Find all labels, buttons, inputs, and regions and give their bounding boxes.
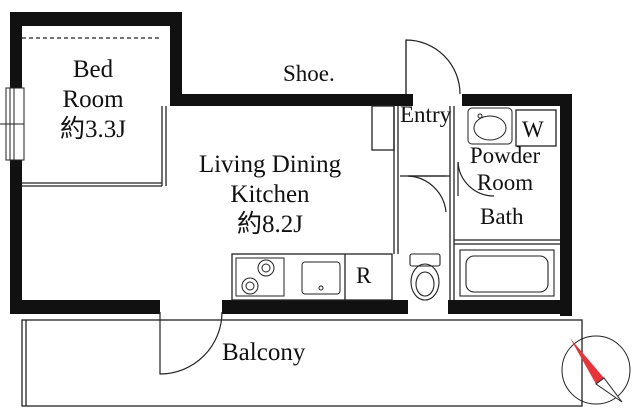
washer-label: W: [522, 117, 544, 142]
walls: [10, 12, 572, 316]
stove-icon: [235, 257, 285, 297]
toilet-icon: [409, 253, 441, 301]
entry-label: Entry: [400, 102, 452, 127]
powder-room-label: Powder Room: [469, 143, 541, 195]
shoe-label: Shoe.: [283, 61, 335, 86]
ldk-label: Living Dining Kitchen 約8.2J: [198, 151, 342, 238]
bathtub-icon: [459, 249, 555, 297]
bath-label: Bath: [480, 204, 524, 229]
bedroom-label: Bed Room 約3.3J: [60, 56, 126, 143]
balcony-label: Balcony: [222, 339, 306, 366]
inner-lines: [21, 37, 583, 407]
window-left: [0, 87, 25, 161]
compass-icon: [561, 335, 631, 405]
sink-icon: [301, 261, 341, 295]
washbasin-icon: [467, 107, 513, 145]
refrigerator-label: R: [356, 263, 372, 288]
doors: [159, 39, 495, 375]
